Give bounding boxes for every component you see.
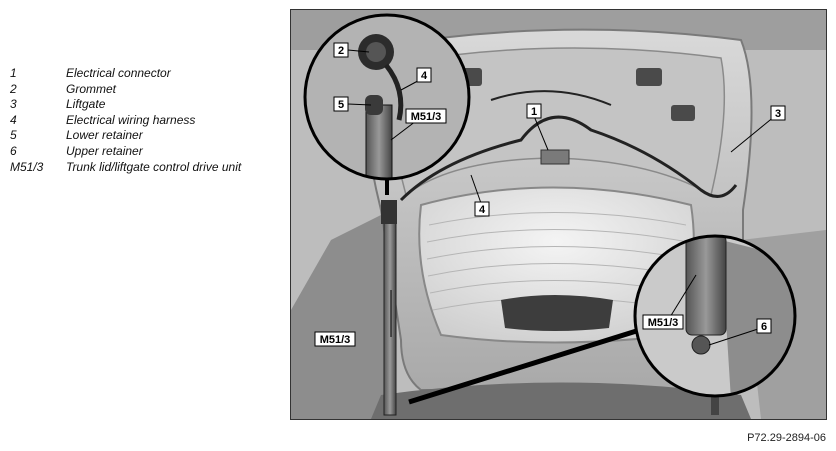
callout-6: 6 — [756, 318, 772, 334]
legend-key: 2 — [10, 81, 17, 96]
callout-5: 5 — [333, 96, 349, 112]
legend-key: M51/3 — [10, 159, 44, 174]
callout-label: 5 — [338, 99, 344, 111]
access-cover — [671, 105, 695, 121]
callout-leaders — [347, 49, 776, 346]
legend-key: 6 — [10, 143, 17, 158]
legend-description: Upper retainer — [66, 143, 143, 158]
callout-m51-left: M51/3 — [314, 331, 356, 347]
callout-label: 4 — [421, 70, 428, 82]
callout-label: 4 — [479, 204, 486, 216]
strut-left — [383, 219, 397, 416]
callout-label: 6 — [761, 321, 767, 333]
legend-description: Liftgate — [66, 97, 106, 112]
callout-m51-right: M51/3 — [642, 314, 684, 330]
legend-row-6: 6 Upper retainer — [10, 144, 241, 160]
legend-description: Grommet — [66, 81, 117, 96]
legend-key: 1 — [10, 66, 17, 80]
magnifier-bottom-pointer — [408, 325, 647, 405]
access-cover — [636, 68, 662, 86]
callout-m51-top: M51/3 — [405, 108, 447, 124]
legend-key: 3 — [10, 97, 17, 112]
legend-description: Trunk lid/liftgate control drive unit — [66, 159, 242, 174]
legend-description: Electrical wiring harness — [66, 112, 196, 127]
legend-description: Electrical connector — [66, 66, 171, 80]
callout-3: 3 — [770, 105, 786, 121]
wiring-harness-upper — [490, 90, 612, 106]
legend-key: 4 — [10, 112, 17, 127]
callout-label: 1 — [531, 106, 537, 118]
rear-bumper — [371, 382, 751, 419]
legend-row-5: 5 Lower retainer — [10, 128, 241, 144]
figure-reference-code: P72.29-2894-06 — [747, 432, 826, 444]
callout-4-mid: 4 — [474, 201, 490, 217]
wiring-harness — [399, 115, 738, 202]
legend-row-4: 4 Electrical wiring harness — [10, 113, 241, 129]
legend-row-7: M51/3 Trunk lid/liftgate control drive u… — [10, 160, 241, 176]
legend-row-2: 2 Grommet — [10, 82, 241, 98]
strut-left-top — [381, 200, 397, 224]
legend-table: 1 Electrical connector 2 Grommet 3 Liftg… — [10, 66, 241, 175]
upper-retainer-part — [691, 335, 711, 355]
callout-label: 3 — [775, 108, 781, 120]
lower-retainer-part — [365, 95, 383, 115]
window-dark-panel — [501, 295, 613, 331]
liftgate-illustration: 2 4 5 M51/3 1 3 4 M51/3 — [291, 10, 826, 419]
callout-label: M51/3 — [648, 317, 679, 329]
legend-row-3: 3 Liftgate — [10, 97, 241, 113]
legend-row-1: 1 Electrical connector — [10, 66, 241, 82]
callout-label: M51/3 — [411, 111, 442, 123]
car-body-left — [291, 210, 391, 419]
callout-label: M51/3 — [320, 334, 351, 346]
callout-label: 2 — [338, 45, 344, 57]
callout-2: 2 — [333, 42, 349, 58]
legend-description: Lower retainer — [66, 128, 143, 143]
callout-4-top: 4 — [416, 67, 432, 83]
liftgate-photo: 2 4 5 M51/3 1 3 4 M51/3 — [290, 9, 827, 420]
electrical-connector-part — [540, 149, 570, 165]
legend-key: 5 — [10, 128, 17, 143]
callout-1: 1 — [526, 103, 542, 119]
drive-unit-part — [685, 236, 727, 336]
